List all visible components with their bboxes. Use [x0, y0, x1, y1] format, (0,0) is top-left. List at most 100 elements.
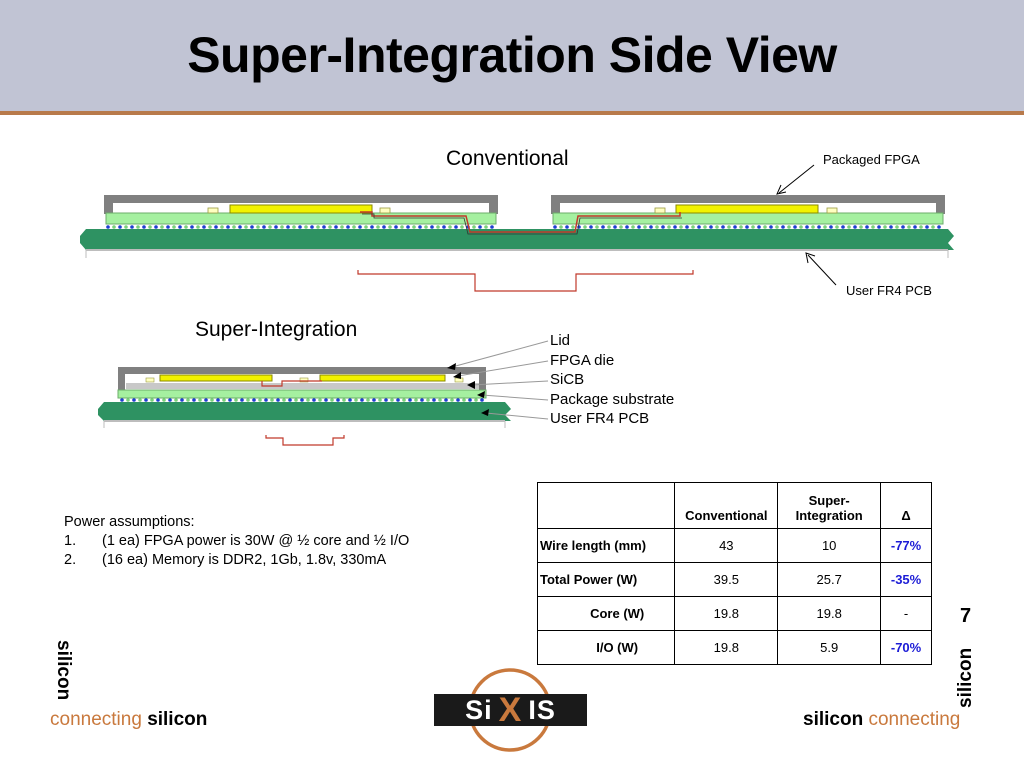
header-band	[0, 0, 1024, 111]
solder-ball	[276, 398, 280, 402]
solder-ball	[300, 398, 304, 402]
power-heading: Power assumptions:	[64, 514, 195, 530]
solder-ball	[150, 398, 154, 402]
solder-ball	[895, 225, 899, 229]
solder-ball	[847, 225, 851, 229]
power-item-text: (16 ea) Memory is DDR2, 1Gb, 1.8v, 330mA	[102, 552, 387, 568]
solder-ball	[256, 225, 260, 229]
logo-text-right: IS	[528, 694, 556, 725]
solder-ball	[106, 225, 110, 229]
conventional-solder-balls	[106, 225, 941, 229]
table-cell: 19.8	[674, 630, 779, 665]
solder-ball	[787, 225, 791, 229]
solder-ball	[144, 398, 148, 402]
solder-ball	[360, 398, 364, 402]
power-item: 1. (1 ea) FPGA power is 30W @ ½ core and…	[64, 532, 409, 551]
solder-ball	[412, 225, 416, 229]
solder-ball	[480, 398, 484, 402]
solder-ball	[418, 225, 422, 229]
solder-ball	[414, 398, 418, 402]
conventional-trace	[360, 211, 681, 233]
conventional-diagram	[80, 164, 954, 292]
solder-ball	[661, 225, 665, 229]
solder-ball	[709, 225, 713, 229]
logo-text-left: Si	[465, 694, 493, 725]
solder-ball	[366, 398, 370, 402]
solder-ball	[286, 225, 290, 229]
solder-ball	[673, 225, 677, 229]
solder-ball	[853, 225, 857, 229]
solder-ball	[394, 225, 398, 229]
solder-ball	[400, 225, 404, 229]
solder-ball	[312, 398, 316, 402]
solder-ball	[166, 225, 170, 229]
solder-ball	[252, 398, 256, 402]
page-title: Super-Integration Side View	[187, 27, 837, 83]
solder-ball	[432, 398, 436, 402]
solder-ball	[342, 398, 346, 402]
solder-ball	[442, 225, 446, 229]
table-row: Wire length (mm) 43 10 -77%	[536, 528, 932, 563]
solder-ball	[649, 225, 653, 229]
solder-ball	[799, 225, 803, 229]
solder-ball	[232, 225, 236, 229]
footer-left-vertical-text: silicon	[53, 640, 74, 701]
solder-ball	[841, 225, 845, 229]
solder-ball	[835, 225, 839, 229]
layer-legend: Lid FPGA die SiCB Package substrate User…	[550, 331, 674, 429]
super-integration-diagram	[98, 340, 549, 446]
solder-ball	[186, 398, 190, 402]
solder-ball	[352, 225, 356, 229]
solder-ball	[601, 225, 605, 229]
solder-ball	[270, 398, 274, 402]
solder-ball	[294, 398, 298, 402]
solder-ball	[112, 225, 116, 229]
solder-ball	[685, 225, 689, 229]
solder-ball	[364, 225, 368, 229]
comparison-table: Conventional Super-Integration Δ Wire le…	[536, 482, 932, 665]
solder-ball	[244, 225, 248, 229]
footer-right-tagline: silicon connecting	[803, 709, 960, 731]
conventional-user-pcb	[80, 229, 954, 250]
super-solder-balls	[120, 398, 484, 402]
power-assumptions: Power assumptions: 1. (1 ea) FPGA power …	[64, 513, 409, 570]
footer-left-tagline: connecting silicon	[50, 709, 207, 731]
solder-ball	[865, 225, 869, 229]
solder-ball	[210, 398, 214, 402]
power-item-text: (1 ea) FPGA power is 30W @ ½ core and ½ …	[102, 533, 410, 549]
solder-ball	[258, 398, 262, 402]
solder-ball	[180, 398, 184, 402]
solder-ball	[160, 225, 164, 229]
solder-ball	[298, 225, 302, 229]
solder-ball	[757, 225, 761, 229]
solder-ball	[643, 225, 647, 229]
solder-ball	[124, 225, 128, 229]
solder-ball	[607, 225, 611, 229]
super-trace	[261, 380, 322, 387]
table-header-row: Conventional Super-Integration Δ	[536, 482, 932, 529]
solder-ball	[426, 398, 430, 402]
solder-ball	[178, 225, 182, 229]
solder-ball	[408, 398, 412, 402]
solder-ball	[913, 225, 917, 229]
solder-ball	[118, 225, 122, 229]
conventional-package-left	[104, 195, 498, 225]
solder-ball	[877, 225, 881, 229]
solder-ball	[490, 225, 494, 229]
solder-ball	[625, 225, 629, 229]
table-header-cell: Conventional	[674, 482, 779, 529]
solder-ball	[817, 225, 821, 229]
footer-right-word-1: silicon	[803, 709, 864, 730]
solder-ball	[829, 225, 833, 229]
solder-ball	[454, 225, 458, 229]
solder-ball	[240, 398, 244, 402]
solder-ball	[130, 225, 134, 229]
solder-ball	[120, 398, 124, 402]
solder-ball	[444, 398, 448, 402]
power-item: 2. (16 ea) Memory is DDR2, 1Gb, 1.8v, 33…	[64, 551, 409, 570]
solder-ball	[162, 398, 166, 402]
solder-ball	[919, 225, 923, 229]
solder-ball	[214, 225, 218, 229]
user-pcb-label: User FR4 PCB	[846, 283, 932, 298]
table-row-label: I/O (W)	[536, 630, 676, 665]
